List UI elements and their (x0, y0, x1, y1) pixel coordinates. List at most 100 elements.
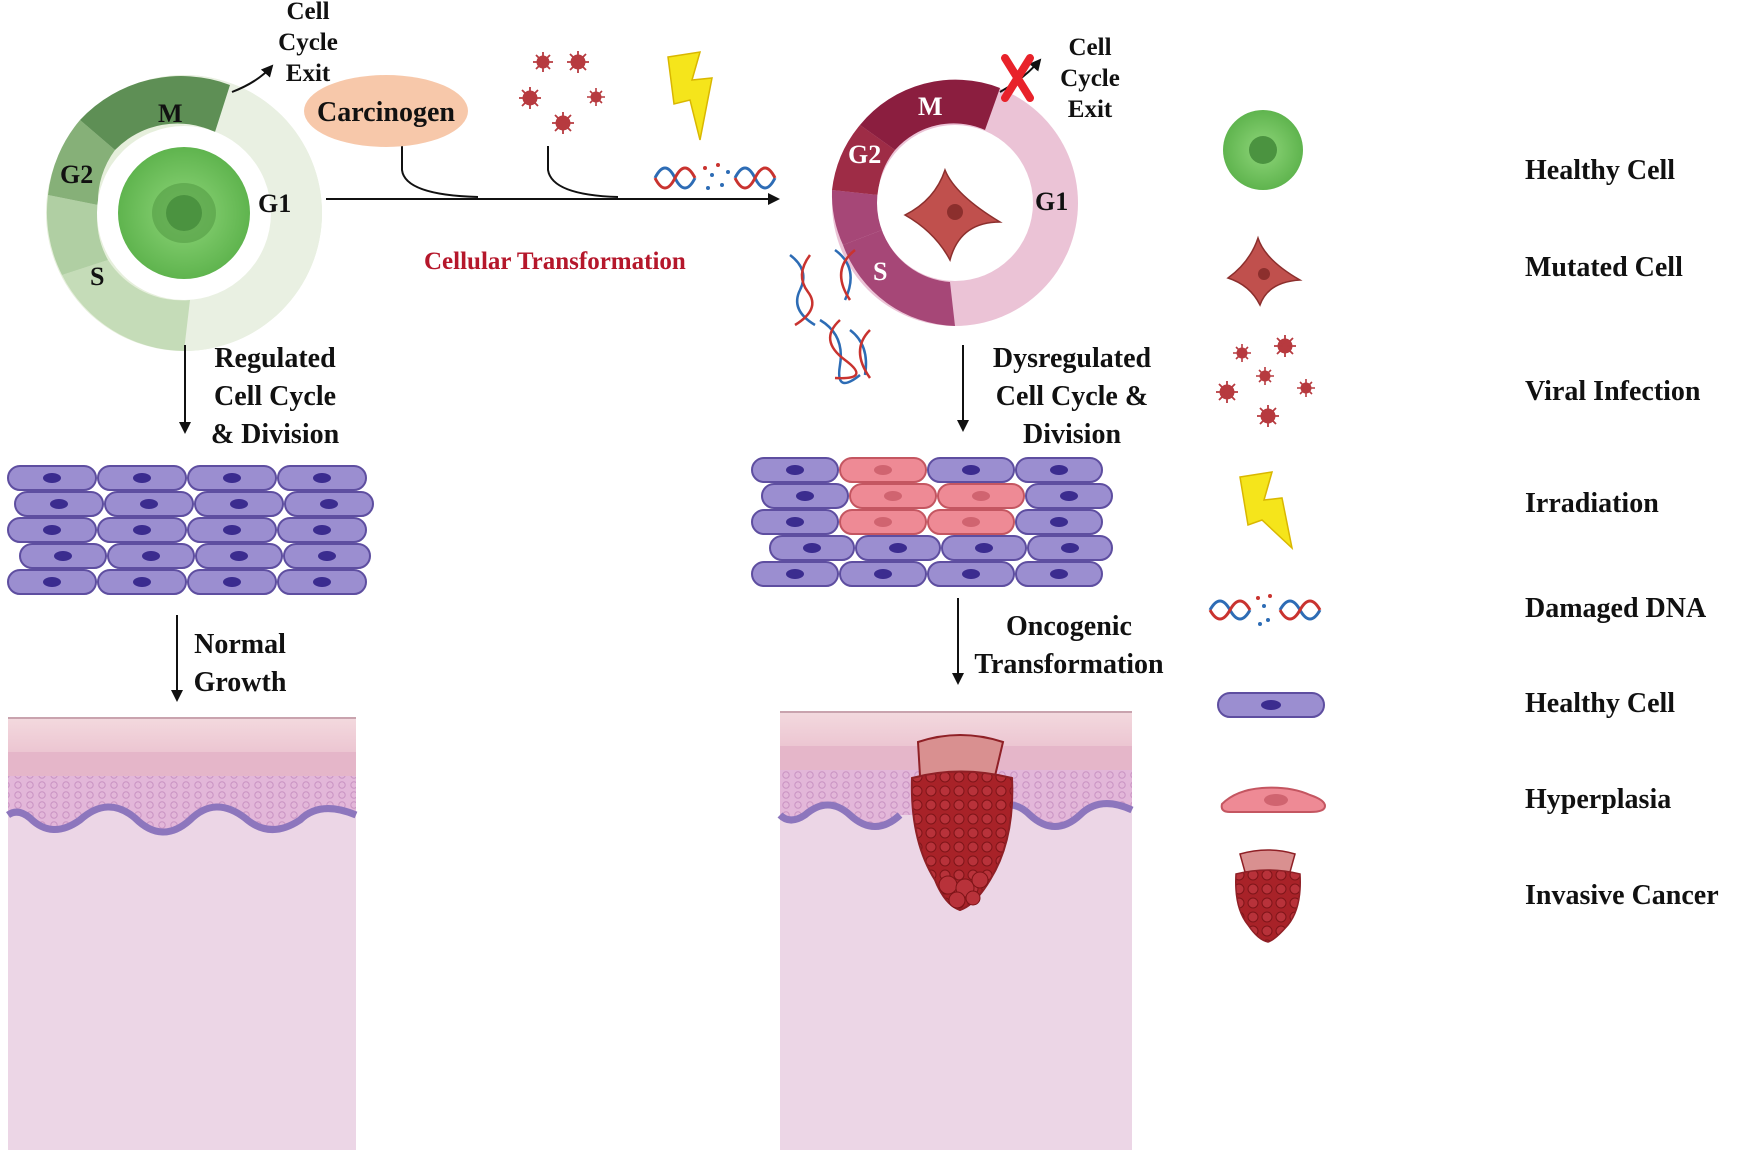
cell-nucleus (1060, 491, 1078, 501)
left-exit-line-2: Cycle (278, 29, 338, 56)
invasive-tumor (910, 734, 1014, 912)
cell-nucleus (318, 551, 336, 561)
regulated-step-label: Regulated Cell Cycle & Division (190, 340, 360, 454)
left-phase-m: M (158, 99, 183, 128)
cell-nucleus (803, 543, 821, 553)
oncogenic-step-label: Oncogenic Transformation (966, 608, 1172, 684)
legend-healthy-cell-flat-icon (1217, 692, 1325, 718)
cell-nucleus (320, 499, 338, 509)
legend-label-healthy-cell-1: Healthy Cell (1525, 155, 1676, 186)
right-phase-m: M (918, 92, 943, 121)
cell-nucleus (230, 499, 248, 509)
cell-nucleus (874, 517, 892, 527)
legend-damaged-dna-icon (1208, 594, 1322, 626)
legend-label-mutated-cell: Mutated Cell (1525, 252, 1683, 283)
dysregulated-step-label: Dysregulated Cell Cycle & Division (972, 340, 1172, 454)
legend-lightning-icon (1239, 471, 1294, 551)
legend-label-hyperplasia: Hyperplasia (1525, 784, 1672, 815)
cell-nucleus (1050, 517, 1068, 527)
cell-nucleus (133, 577, 151, 587)
left-phase-g1: G1 (258, 189, 291, 218)
legend-label-viral-infection: Viral Infection (1525, 376, 1701, 407)
cell-nucleus (230, 551, 248, 561)
right-cycle-exit-label: Cell Cycle Exit (1040, 32, 1140, 125)
cell-nucleus (1050, 569, 1068, 579)
right-exit-line-1: Cell (1068, 34, 1112, 61)
cell-nucleus (223, 473, 241, 483)
legend-label-irradiation: Irradiation (1525, 488, 1659, 519)
dysregulated-line-2: Cell Cycle & (995, 381, 1149, 412)
cell-nucleus (884, 491, 902, 501)
cell-nucleus (140, 499, 158, 509)
right-phase-s: S (873, 257, 887, 286)
dysregulated-line-3: Division (1022, 419, 1122, 450)
cell-nucleus (133, 525, 151, 535)
cellular-transformation-label: Cellular Transformation (424, 248, 686, 275)
legend-label-healthy-cell-2: Healthy Cell (1525, 688, 1676, 719)
cell-nucleus (43, 577, 61, 587)
legend-invasive-cancer-icon (1235, 849, 1301, 943)
carcinogen-ellipse (304, 75, 468, 147)
hyperplastic-epithelium-sheet (751, 457, 1113, 587)
cell-nucleus (786, 569, 804, 579)
cell-nucleus (972, 491, 990, 501)
oncogenic-line-1: Oncogenic (1006, 611, 1132, 642)
normal-growth-label: Normal Growth (180, 626, 300, 702)
left-exit-line-1: Cell (286, 0, 330, 25)
normal-line-2: Growth (193, 667, 287, 698)
cell-nucleus (43, 473, 61, 483)
regulated-line-2: Cell Cycle (213, 381, 337, 412)
cell-nucleus (1061, 543, 1079, 553)
right-exit-line-2: Cycle (1060, 65, 1120, 92)
lightning-icon (667, 51, 713, 141)
left-cell-cycle: M G2 S G1 (46, 64, 322, 351)
cell-nucleus (962, 517, 980, 527)
cell-nucleus (874, 569, 892, 579)
cell-nucleus (874, 465, 892, 475)
cell-nucleus (1050, 465, 1068, 475)
legend-virus-icon (1216, 335, 1315, 427)
cell-nucleus (43, 525, 61, 535)
dysregulated-line-1: Dysregulated (992, 343, 1152, 374)
transformation-arrow (326, 146, 780, 205)
legend-mutated-cell-icon (1226, 235, 1303, 307)
cell-nucleus (786, 465, 804, 475)
regulated-line-1: Regulated (214, 343, 336, 374)
cell-nucleus (796, 491, 814, 501)
left-phase-s: S (90, 262, 104, 291)
normal-skin-tissue (5, 717, 358, 1150)
regulated-line-3: & Division (210, 419, 340, 450)
cell-nucleus (975, 543, 993, 553)
oncogenic-line-2: Transformation (974, 649, 1164, 680)
right-exit-line-3: Exit (1067, 96, 1113, 123)
cell-nucleus (889, 543, 907, 553)
right-phase-g1: G1 (1035, 187, 1068, 216)
cell-nucleus (223, 577, 241, 587)
left-cycle-exit-label: Cell Cycle Exit (258, 0, 358, 89)
cell-nucleus (786, 517, 804, 527)
damaged-dna-strands-icon (789, 248, 872, 385)
right-cell-cycle: M G2 S G1 (831, 54, 1078, 326)
left-phase-g2: G2 (60, 160, 93, 189)
carcinogen-label: Carcinogen (317, 97, 455, 128)
cell-nucleus (133, 473, 151, 483)
cell-nucleus (50, 499, 68, 509)
cell-nucleus (313, 577, 331, 587)
legend-hyperplasia-icon (1220, 786, 1327, 813)
legend-label-damaged-dna: Damaged DNA (1525, 593, 1707, 624)
cell-nucleus (962, 465, 980, 475)
cancer-skin-tissue (777, 711, 1134, 1150)
healthy-epithelium-sheet (7, 465, 374, 595)
cell-nucleus (313, 525, 331, 535)
blocked-exit-x-icon (1001, 54, 1034, 102)
cell-nucleus (54, 551, 72, 561)
legend-label-invasive-cancer: Invasive Cancer (1525, 880, 1719, 911)
legend-icons (1208, 110, 1327, 943)
right-phase-g2: G2 (848, 140, 881, 169)
virus-cluster-icon (519, 51, 605, 134)
damaged-dna-icon (653, 163, 777, 190)
left-exit-line-3: Exit (285, 60, 331, 87)
cell-nucleus (962, 569, 980, 579)
cell-nucleus (313, 473, 331, 483)
